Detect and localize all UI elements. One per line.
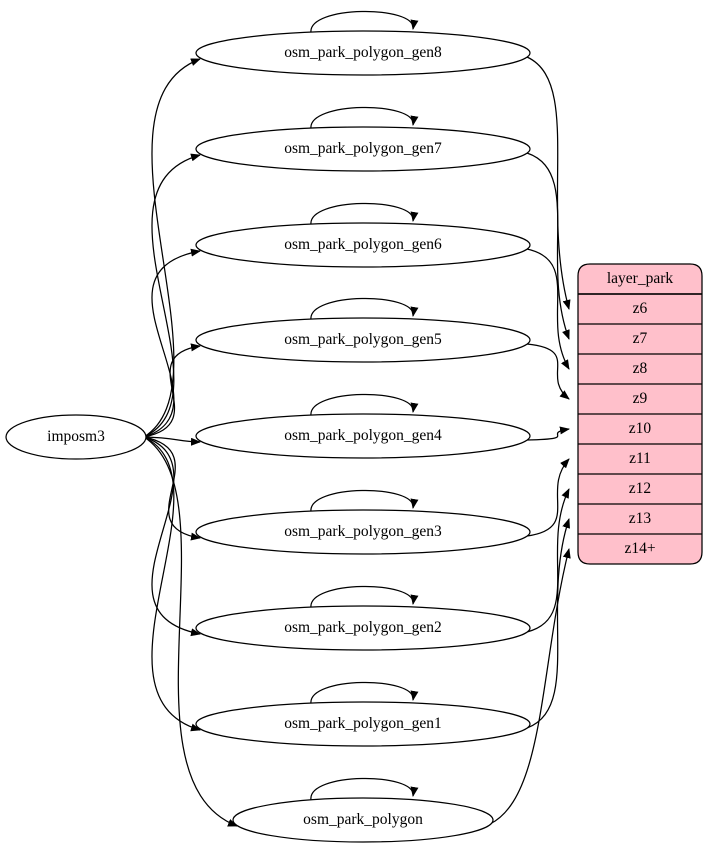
edge-osm_park_polygon_gen1-to-row-z13 bbox=[526, 518, 570, 729]
self-loop-osm_park_polygon_gen5 bbox=[310, 297, 419, 321]
edge-imposm3-to-osm_park_polygon_gen8 bbox=[143, 58, 201, 438]
edge-imposm3-to-osm_park_polygon_gen2 bbox=[143, 436, 201, 637]
edge-osm_park_polygon_gen7-to-row-z7 bbox=[526, 152, 570, 340]
table-row-z11[interactable]: z11 bbox=[629, 450, 651, 467]
node-imposm3[interactable] bbox=[5, 414, 147, 460]
self-loop-osm_park_polygon_gen1 bbox=[310, 681, 419, 705]
edge-imposm3-to-osm_park_polygon bbox=[143, 436, 238, 827]
edge-osm_park_polygon_gen4-to-row-z10 bbox=[526, 426, 570, 441]
edge-imposm3-to-osm_park_polygon_gen1 bbox=[143, 436, 201, 732]
edge-osm_park_polygon_gen6-to-row-z8 bbox=[526, 248, 570, 370]
edge-imposm3-to-osm_park_polygon_gen6 bbox=[143, 248, 201, 438]
self-loop-osm_park_polygon_gen6 bbox=[310, 202, 419, 226]
node-osm_park_polygon_gen8[interactable] bbox=[195, 30, 531, 76]
edge-osm_park_polygon_gen3-to-row-z11 bbox=[526, 458, 570, 537]
self-loop-osm_park_polygon_gen4 bbox=[310, 393, 419, 417]
node-osm_park_polygon_gen1[interactable] bbox=[195, 701, 531, 747]
table-row-z9[interactable]: z9 bbox=[632, 390, 648, 407]
node-osm_park_polygon_gen4[interactable] bbox=[195, 413, 531, 459]
node-osm_park_polygon_gen2[interactable] bbox=[195, 605, 531, 651]
table-row-z13[interactable]: z13 bbox=[628, 510, 652, 527]
table-header-layer-park: layer_park bbox=[606, 270, 674, 287]
edge-osm_park_polygon_gen2-to-row-z12 bbox=[526, 488, 570, 633]
edge-osm_park_polygon_gen8-to-row-z6 bbox=[526, 56, 571, 310]
self-loop-osm_park_polygon_gen3 bbox=[310, 489, 419, 513]
node-osm_park_polygon_gen6[interactable] bbox=[195, 222, 531, 268]
table-row-z6[interactable]: z6 bbox=[632, 300, 648, 317]
table-row-z10[interactable]: z10 bbox=[628, 420, 652, 437]
node-osm_park_polygon_gen5[interactable] bbox=[195, 317, 531, 363]
self-loop-osm_park_polygon_gen7 bbox=[310, 106, 419, 130]
node-osm_park_polygon_gen3[interactable] bbox=[195, 509, 531, 555]
edge-osm_park_polygon_gen5-to-row-z9 bbox=[526, 343, 570, 400]
edge-imposm3-to-osm_park_polygon_gen3 bbox=[143, 436, 201, 541]
node-osm_park_polygon_gen7[interactable] bbox=[195, 126, 531, 172]
edge-osm_park_polygon-to-row-z14plus bbox=[489, 548, 571, 825]
self-loop-osm_park_polygon_gen8 bbox=[310, 10, 419, 34]
node-osm_park_polygon[interactable] bbox=[232, 797, 494, 843]
edge-imposm3-to-osm_park_polygon_gen5 bbox=[143, 343, 201, 438]
self-loop-osm_park_polygon_gen2 bbox=[310, 585, 419, 609]
self-loop-osm_park_polygon bbox=[310, 777, 419, 801]
table-row-z8[interactable]: z8 bbox=[632, 360, 648, 377]
edge-imposm3-to-osm_park_polygon_gen7 bbox=[143, 153, 201, 438]
table-row-z7[interactable]: z7 bbox=[632, 330, 648, 347]
table-row-z14plus[interactable]: z14+ bbox=[624, 540, 656, 557]
table-row-z12[interactable]: z12 bbox=[628, 480, 652, 497]
edge-imposm3-to-osm_park_polygon_gen4 bbox=[143, 436, 201, 446]
